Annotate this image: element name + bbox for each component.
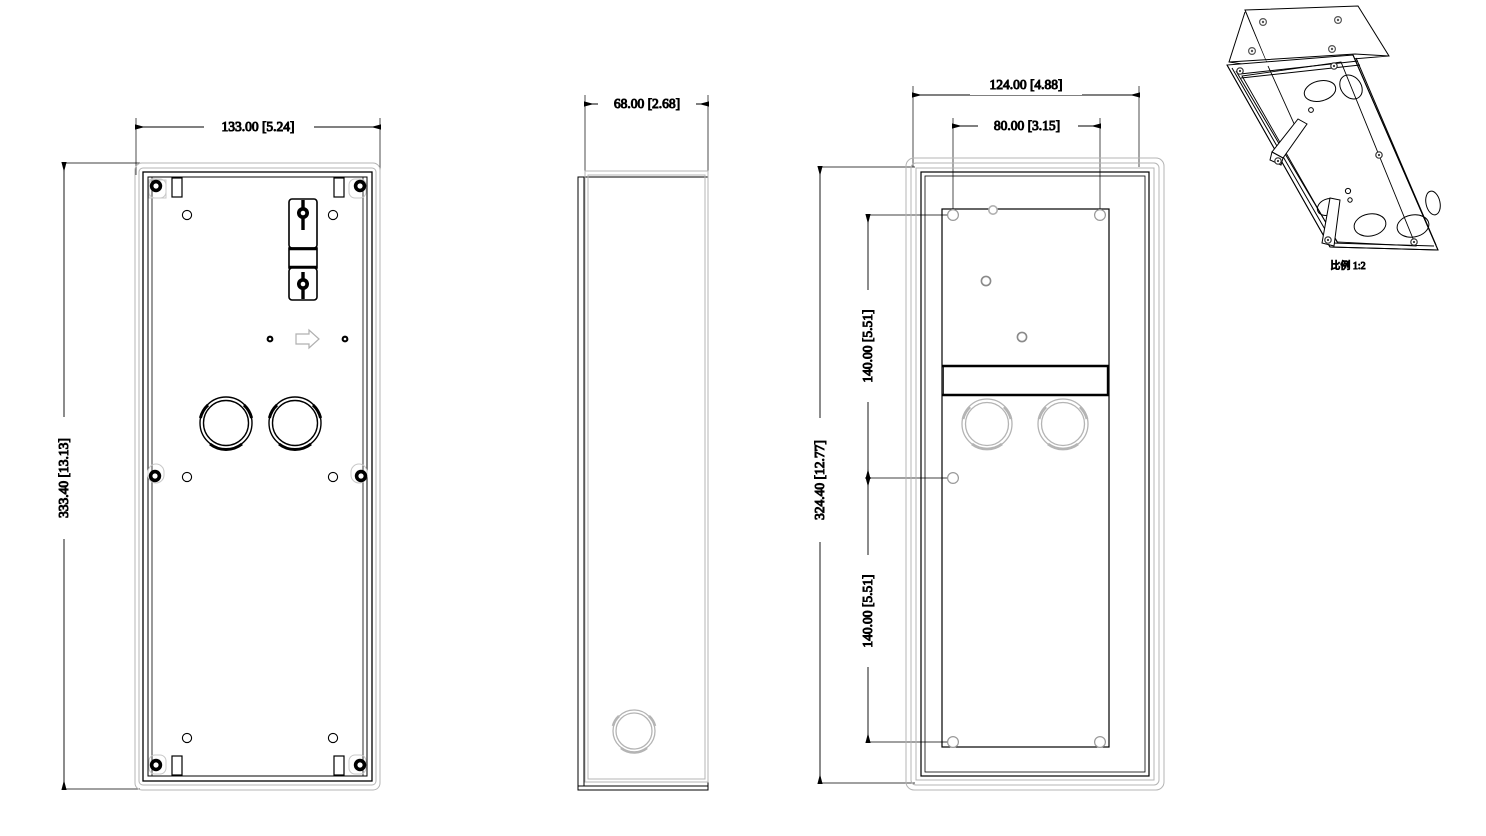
rear-center-holes (980, 205, 1028, 343)
rear-flange-inner (910, 162, 1160, 786)
plate-hole-bottom-left (946, 735, 959, 748)
isometric-view: 比例 1:2 (1226, 5, 1441, 273)
rear-pitch-upper-label: 140.00 [5.51] (860, 309, 875, 382)
iso-inner-floor (1241, 61, 1417, 247)
iso-frame-screws (1236, 62, 1418, 246)
plate-hole-top-right (1093, 209, 1106, 222)
screw-bottom-left (149, 758, 163, 772)
iso-knockout-d (1353, 213, 1387, 237)
iso-knockout-b (1339, 74, 1363, 100)
direction-arrow-icon (295, 328, 320, 350)
side-outer-outline (577, 176, 709, 791)
rear-pitch-lower-dimension: 140.00 [5.51] (858, 477, 877, 743)
hole-upper-right (327, 209, 339, 221)
front-hinge-bracket (288, 198, 318, 301)
rear-flange-inner2 (915, 167, 1155, 781)
center-hole-upper (980, 275, 992, 287)
front-tabs (171, 177, 345, 776)
rear-knockouts (961, 398, 1089, 451)
front-small-holes (181, 209, 339, 744)
rear-body-outline (920, 171, 1150, 777)
front-corner-screws (148, 179, 368, 772)
front-height-dimension: 333.40 [13.13] (54, 162, 73, 790)
iso-knockout-e (1396, 214, 1430, 238)
hole-mid-left (181, 471, 193, 483)
rear-hole-pitch-label: 80.00 [3.15] (994, 118, 1060, 133)
rear-outer-flange (905, 157, 1165, 791)
front-outer-flange (134, 162, 381, 791)
front-view: 133.00 [5.24] 333.40 [13.13] (54, 117, 381, 791)
hole-lower-right (327, 732, 339, 744)
iso-lid-screws (1247, 16, 1342, 55)
plate-hole-top-left (946, 209, 959, 222)
hole-mid-right (327, 471, 339, 483)
front-width-dimension: 133.00 [5.24] (135, 117, 381, 136)
front-height-label: 333.40 [13.13] (56, 438, 71, 518)
screw-top-right (353, 179, 367, 193)
rear-height-dimension: 324.40 [12.77] (810, 166, 829, 784)
iso-knockout-a (1303, 80, 1337, 102)
rear-pitch-lower-label: 140.00 [5.51] (860, 574, 875, 647)
iso-small-holes (1308, 107, 1353, 203)
front-corner-pads (147, 178, 368, 775)
scale-note: 比例 1:2 (1330, 259, 1365, 272)
iso-lid-flap (1228, 5, 1390, 67)
rear-hole-pitch-dimension: 80.00 [3.15] (952, 116, 1101, 135)
iso-knockout-f (1425, 190, 1441, 216)
front-arrow-row (266, 328, 349, 350)
plate-hole-mid-left (946, 472, 959, 485)
knockout-right (267, 396, 323, 451)
center-hole-lower (1016, 331, 1028, 343)
side-depth-dimension: 68.00 [2.68] (584, 94, 709, 113)
screw-mid-left (148, 469, 162, 483)
rear-height-label: 324.40 [12.77] (812, 440, 827, 520)
front-knockouts (198, 396, 323, 451)
side-flange-inner (587, 174, 706, 780)
side-knockout (611, 709, 657, 754)
plate-hole-bottom-right (1093, 735, 1106, 748)
rear-body-inner (924, 175, 1146, 773)
side-flange-outline (584, 170, 709, 783)
rear-plate-holes (946, 209, 1106, 748)
hole-lower-left (181, 732, 193, 744)
rear-knockout-right (1037, 398, 1089, 451)
screw-bottom-right (353, 758, 367, 772)
iso-knockouts (1303, 74, 1441, 238)
front-body-outline (142, 171, 373, 782)
front-flange-inner (138, 167, 377, 786)
side-view-extension-lines (584, 95, 709, 175)
side-view: 68.00 [2.68] (577, 94, 709, 791)
center-hole-top (987, 205, 998, 216)
screw-mid-right (354, 469, 368, 483)
rear-mounting-plate (941, 208, 1110, 748)
front-width-label: 133.00 [5.24] (221, 119, 294, 134)
rear-view-extension-lines (818, 86, 1140, 784)
knockout-left (198, 396, 254, 451)
rear-width-dimension: 124.00 [4.88] (912, 76, 1140, 98)
rear-pitch-upper-dimension: 140.00 [5.51] (858, 214, 877, 479)
side-depth-label: 68.00 [2.68] (614, 96, 680, 111)
rear-view: 124.00 [4.88] 80.00 [3.15] 324.40 [12.77… (810, 76, 1165, 791)
iso-brackets (1269, 118, 1341, 247)
rear-knockout-left (961, 398, 1013, 451)
rear-band (942, 364, 1110, 397)
rear-width-label: 124.00 [4.88] (989, 77, 1062, 92)
screw-top-left (149, 179, 163, 193)
hole-upper-left (181, 209, 193, 221)
